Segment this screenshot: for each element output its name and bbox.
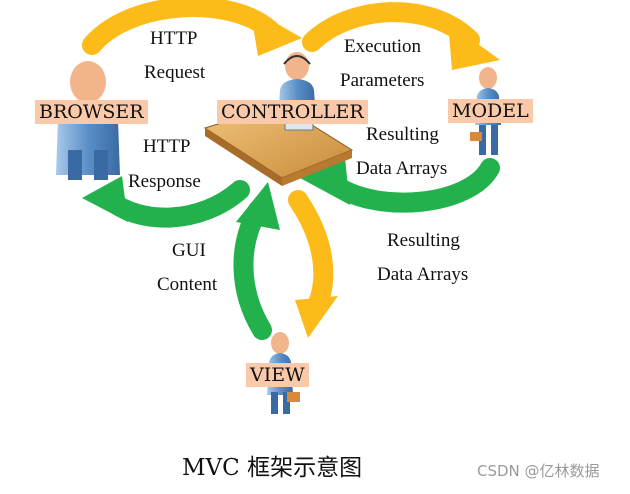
arrow-controller-to-view <box>288 190 338 338</box>
controller-to-view-line-2: Data Arrays <box>377 264 469 285</box>
http-request-line-1: HTTP <box>150 28 198 49</box>
model-label: MODEL <box>448 99 533 123</box>
gui-content-line-2: Content <box>157 274 218 295</box>
figure-caption: MVC 框架示意图 <box>182 455 363 481</box>
arrow-model-to-controller <box>300 158 500 213</box>
view-label: VIEW <box>246 363 309 387</box>
model-to-controller-line-1: Resulting <box>366 124 439 145</box>
watermark: CSDN @亿林数据 <box>477 462 600 480</box>
controller-label: CONTROLLER <box>217 100 368 124</box>
http-response-line-2: Response <box>128 171 201 192</box>
arrow-http-request <box>82 0 302 56</box>
controller-to-view-line-1: Resulting <box>387 230 460 251</box>
arrow-execution-parameters <box>302 2 500 70</box>
http-request-line-2: Request <box>144 62 206 83</box>
arrow-gui-content <box>233 182 280 340</box>
http-response-line-1: HTTP <box>143 136 191 157</box>
model-to-controller-line-2: Data Arrays <box>356 158 448 179</box>
execution-parameters-line-2: Parameters <box>340 70 425 91</box>
gui-content-line-1: GUI <box>172 240 206 261</box>
browser-label: BROWSER <box>35 100 148 124</box>
arrow-http-response <box>82 176 250 228</box>
execution-parameters-line-1: Execution <box>344 36 422 57</box>
